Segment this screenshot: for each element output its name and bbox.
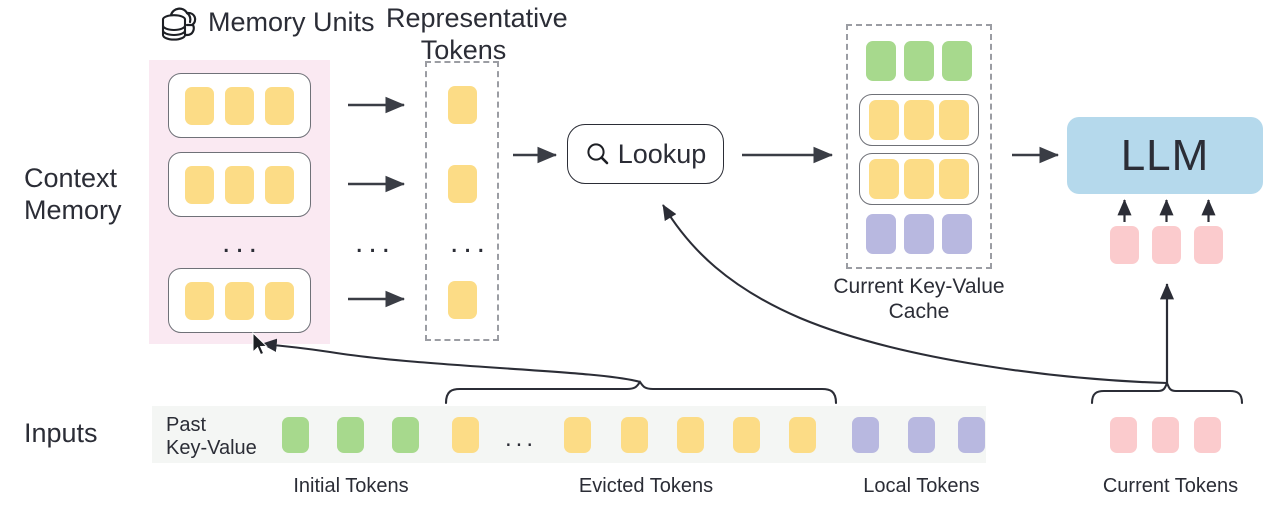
representative-token-2 xyxy=(448,165,477,203)
memory-units-ellipsis: ... xyxy=(222,226,263,259)
memory-token xyxy=(264,281,294,320)
memory-token xyxy=(264,165,294,204)
kv-token xyxy=(868,159,899,199)
kv-token xyxy=(939,100,970,140)
representative-tokens-label: Representative Tokens xyxy=(386,3,568,65)
input-tokens-ellipsis: ... xyxy=(505,425,538,452)
kv-cache-row-local xyxy=(866,214,972,254)
curve-evicted-to-context-memory xyxy=(261,338,641,384)
llm-input-token-3 xyxy=(1194,226,1223,264)
input-token-evicted-3 xyxy=(621,417,648,453)
input-token-initial-1 xyxy=(282,417,309,453)
llm-box[interactable]: LLM xyxy=(1067,117,1263,194)
input-token-local-3 xyxy=(958,417,985,453)
inputs-label: Inputs xyxy=(24,418,98,448)
context-memory-label: Context Memory xyxy=(24,163,122,225)
kv-token xyxy=(866,41,896,81)
memory-token xyxy=(185,281,215,320)
search-icon xyxy=(585,141,611,167)
kv-cache-row-initial xyxy=(866,41,972,81)
memory-unit-1[interactable] xyxy=(168,73,311,138)
representative-tokens-box xyxy=(425,61,499,341)
between-ellipsis: ... xyxy=(355,226,396,259)
kv-token xyxy=(939,159,970,199)
input-token-local-1 xyxy=(852,417,879,453)
kv-token xyxy=(942,41,972,81)
mouse-cursor xyxy=(252,331,270,363)
lookup-label: Lookup xyxy=(617,138,707,169)
memory-token xyxy=(185,86,215,125)
brace-evicted-tokens xyxy=(444,380,838,405)
local-tokens-label: Local Tokens xyxy=(863,475,980,497)
kv-token xyxy=(904,214,934,254)
kv-token xyxy=(942,214,972,254)
llm-label: LLM xyxy=(1120,130,1210,180)
current-token-1 xyxy=(1110,417,1137,453)
initial-tokens-label: Initial Tokens xyxy=(293,475,409,497)
kv-token xyxy=(903,159,934,199)
memory-token xyxy=(264,86,294,125)
kv-token xyxy=(868,100,899,140)
representative-tokens-ellipsis: ... xyxy=(450,226,491,259)
representative-token-3 xyxy=(448,281,477,319)
cloud-database-icon xyxy=(157,4,203,48)
input-token-evicted-1 xyxy=(452,417,479,453)
current-token-3 xyxy=(1194,417,1221,453)
input-token-evicted-6 xyxy=(789,417,816,453)
input-token-initial-2 xyxy=(337,417,364,453)
kv-token xyxy=(903,100,934,140)
current-token-2 xyxy=(1152,417,1179,453)
memory-unit-2[interactable] xyxy=(168,152,311,217)
input-token-local-2 xyxy=(908,417,935,453)
representative-token-1 xyxy=(448,86,477,124)
input-token-initial-3 xyxy=(392,417,419,453)
evicted-tokens-label: Evicted Tokens xyxy=(578,475,714,497)
kv-token xyxy=(904,41,934,81)
memory-token xyxy=(224,86,254,125)
kv-cache-row-retrieved-1[interactable] xyxy=(859,94,979,146)
input-token-evicted-2 xyxy=(564,417,591,453)
memory-token xyxy=(224,281,254,320)
kv-token xyxy=(866,214,896,254)
memory-units-label: Memory Units xyxy=(208,7,375,37)
current-kv-cache-label: Current Key-Value Cache xyxy=(833,275,1005,323)
brace-current-tokens xyxy=(1090,380,1244,405)
llm-input-token-1 xyxy=(1110,226,1139,264)
past-key-value-label: Past Key-Value xyxy=(166,414,257,459)
kv-cache-row-retrieved-2[interactable] xyxy=(859,153,979,205)
memory-unit-3[interactable] xyxy=(168,268,311,333)
current-tokens-label: Current Tokens xyxy=(1102,475,1239,497)
memory-token xyxy=(185,165,215,204)
llm-input-token-2 xyxy=(1152,226,1181,264)
input-token-evicted-4 xyxy=(677,417,704,453)
memory-token xyxy=(224,165,254,204)
input-token-evicted-5 xyxy=(733,417,760,453)
lookup-button[interactable]: Lookup xyxy=(567,124,724,184)
